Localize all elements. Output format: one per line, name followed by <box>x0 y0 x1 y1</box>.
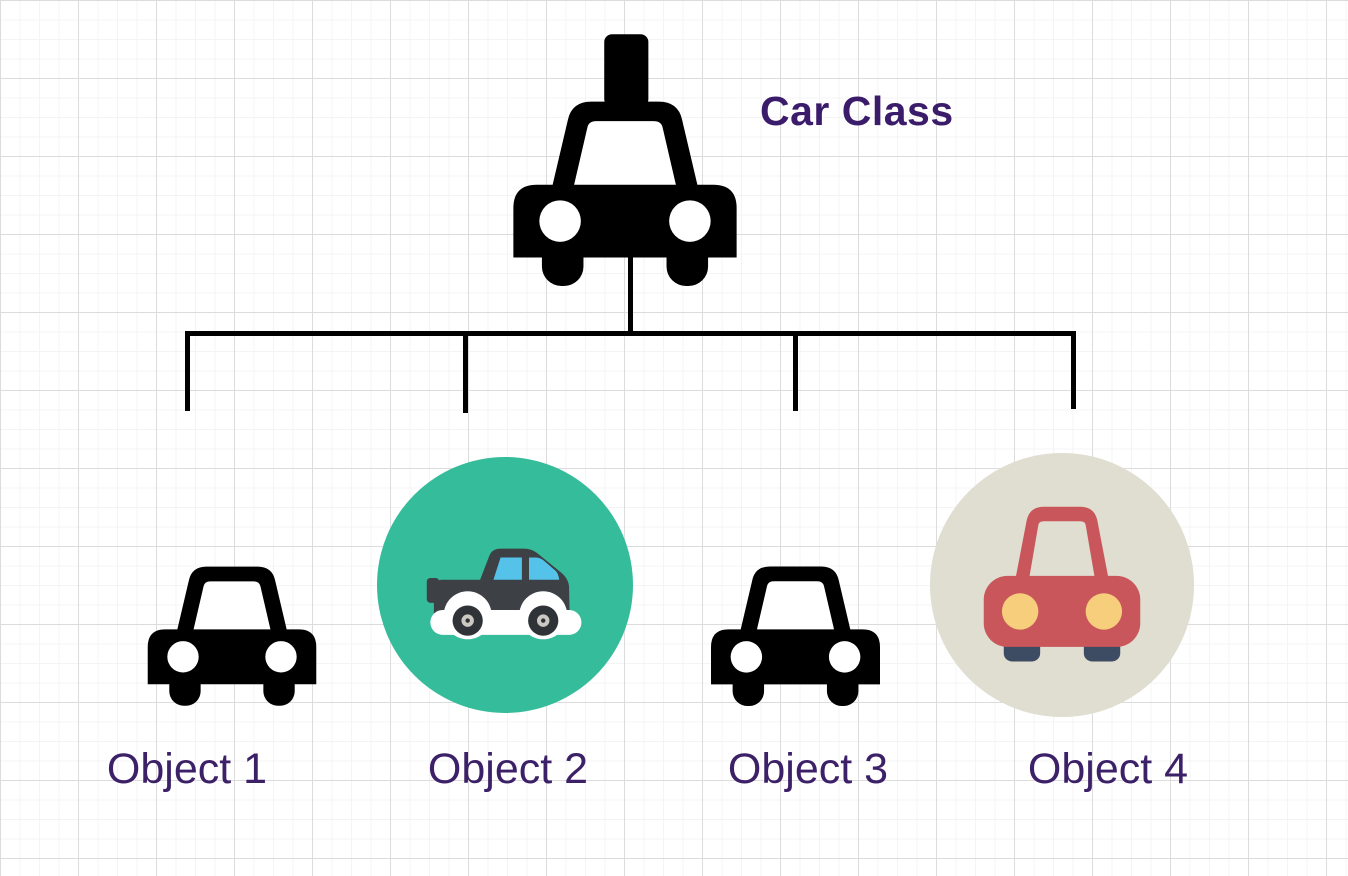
vintage-car-icon <box>426 548 582 639</box>
connector-drop-4 <box>1071 331 1076 409</box>
object-label-2: Object 2 <box>427 745 589 793</box>
connector-drop-1 <box>185 331 190 411</box>
connector-drop-3 <box>793 331 798 411</box>
connector-root-stub <box>628 255 633 336</box>
taxi-icon <box>513 34 737 286</box>
object-label-1: Object 1 <box>106 745 268 793</box>
red-car-icon <box>983 506 1141 662</box>
object-label-3: Object 3 <box>727 745 889 793</box>
connector-horizontal-bar <box>185 331 1076 336</box>
beige-circle-badge <box>930 453 1194 717</box>
object-label-4: Object 4 <box>1027 745 1189 793</box>
black-car-icon <box>147 566 317 706</box>
class-title: Car Class <box>760 88 954 134</box>
black-car-icon <box>711 566 880 706</box>
teal-circle-badge <box>377 457 633 713</box>
connector-drop-2 <box>463 331 468 413</box>
